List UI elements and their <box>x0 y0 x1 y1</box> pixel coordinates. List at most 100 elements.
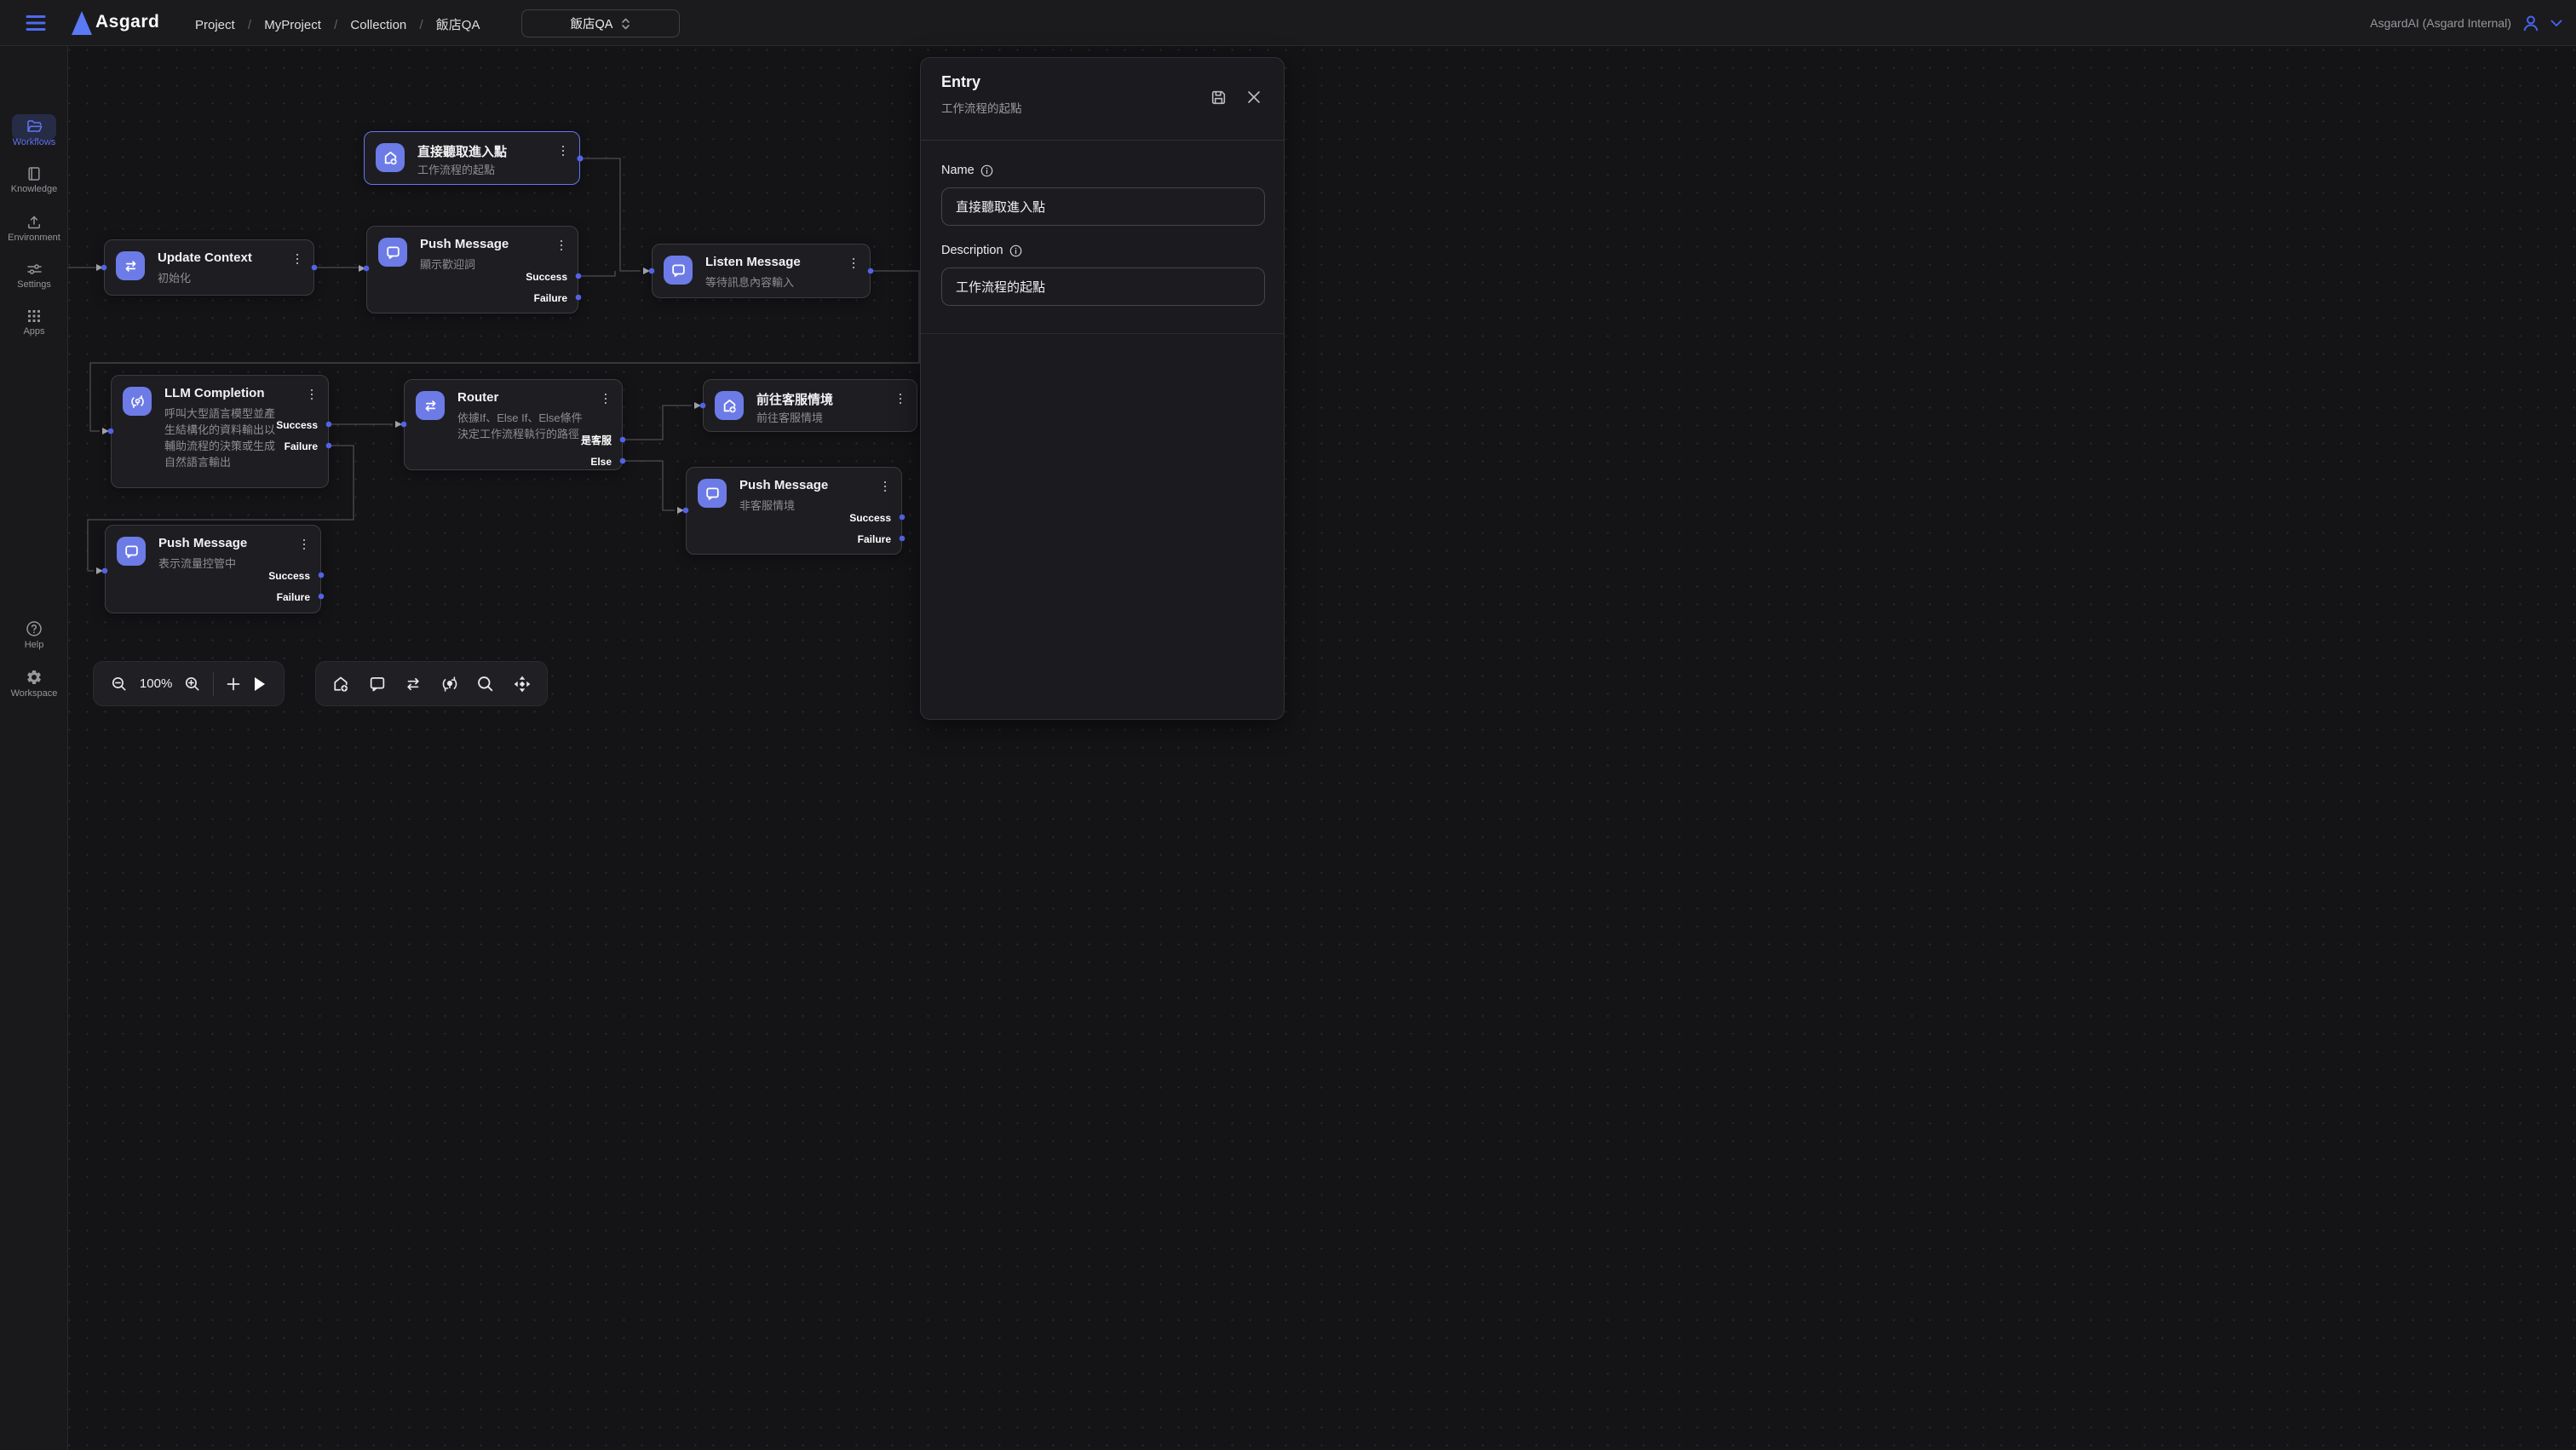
breadcrumb: Project / MyProject / Collection / 飯店QA <box>195 15 480 33</box>
node-push-message-noncs[interactable]: Push Message 非客服情境 Success Failure <box>686 467 902 555</box>
output-label-is-cs: 是客服 <box>580 434 612 446</box>
node-description: 初始化 <box>158 272 192 285</box>
node-title: 直接聽取進入點 <box>417 145 508 159</box>
sidebar-item-workspace[interactable]: Workspace <box>0 669 68 699</box>
node-listen-message[interactable]: Listen Message 等待訊息內容輸入 <box>652 244 871 298</box>
chevron-down-icon <box>2550 20 2562 26</box>
zoom-in-icon[interactable] <box>184 676 201 693</box>
node-menu-icon[interactable] <box>298 537 310 552</box>
node-menu-icon[interactable] <box>848 256 860 271</box>
description-label-text: Description <box>941 244 1003 257</box>
name-field-label: Name <box>941 164 993 177</box>
breadcrumb-workflow[interactable]: 飯店QA <box>435 18 480 32</box>
move-icon[interactable] <box>513 675 532 693</box>
home-plus-icon <box>715 391 744 420</box>
home-plus-icon <box>376 143 405 172</box>
breadcrumb-separator: / <box>247 18 252 32</box>
description-input[interactable] <box>941 268 1265 306</box>
node-router[interactable]: Router 依據If、Else If、Else條件決定工作流程執行的路徑 是客… <box>404 379 623 470</box>
node-menu-icon[interactable] <box>894 391 906 406</box>
node-update-context[interactable]: Update Context 初始化 <box>104 239 314 296</box>
workflow-select[interactable]: 飯店QA <box>521 9 680 37</box>
sliders-icon <box>0 262 68 277</box>
sidebar-item-help[interactable]: Help <box>0 620 68 650</box>
node-entry[interactable]: 直接聽取進入點 工作流程的起點 <box>364 131 580 185</box>
info-icon <box>1009 245 1021 256</box>
name-input[interactable] <box>941 187 1265 226</box>
panel-header: Entry 工作流程的起點 <box>921 58 1284 141</box>
save-icon[interactable] <box>1210 89 1228 106</box>
panel-subtitle: 工作流程的起點 <box>941 102 1022 115</box>
output-label-failure: Failure <box>284 440 318 452</box>
sidebar-item-label: Help <box>24 640 44 650</box>
sidebar-item-label: Workflows <box>12 137 56 147</box>
chat-bubble-icon <box>117 537 146 566</box>
chat-bubble-icon <box>378 238 407 267</box>
node-title: Router <box>457 390 499 405</box>
add-node-button[interactable] <box>226 676 241 692</box>
node-properties-panel: Entry 工作流程的起點 Name Description <box>920 57 1285 720</box>
node-description: 依據If、Else If、Else條件決定工作流程執行的路徑 <box>457 411 583 440</box>
workflow-select-value: 飯店QA <box>570 18 613 32</box>
node-title: LLM Completion <box>164 386 265 400</box>
node-title: Push Message <box>420 237 509 251</box>
sidebar-item-environment[interactable]: Environment <box>0 215 68 243</box>
toolbar-divider <box>213 671 215 696</box>
sidebar-item-knowledge[interactable]: Knowledge <box>0 166 68 194</box>
close-icon[interactable] <box>1246 89 1262 105</box>
asgard-logo-text: Asgard <box>95 12 160 32</box>
breadcrumb-project[interactable]: Project <box>195 18 235 32</box>
node-menu-icon[interactable] <box>555 238 567 253</box>
sidebar-item-settings[interactable]: Settings <box>0 262 68 290</box>
sidebar-item-workflows[interactable]: Workflows <box>0 119 68 147</box>
swap-arrows-icon <box>116 251 145 280</box>
sidebar: Workflows Knowledge Environment Settings <box>0 46 68 1450</box>
node-push-message-welcome[interactable]: Push Message 顯示歡迎詞 Success Failure <box>366 226 578 314</box>
panel-divider <box>921 333 1284 334</box>
node-menu-icon[interactable] <box>557 143 569 158</box>
node-goto-cs[interactable]: 前往客服情境 前往客服情境 <box>703 379 917 432</box>
help-circle-icon <box>0 620 68 637</box>
asgard-logo-icon <box>72 11 92 35</box>
breadcrumb-collection[interactable]: Collection <box>350 18 407 32</box>
output-label-success: Success <box>526 271 567 283</box>
app-header: Asgard Project / MyProject / Collection … <box>0 0 2576 46</box>
zoom-out-icon[interactable] <box>111 676 128 693</box>
panel-title: Entry <box>941 73 981 90</box>
node-description: 前往客服情境 <box>756 411 824 424</box>
node-menu-icon[interactable] <box>291 251 303 267</box>
node-description: 顯示歡迎詞 <box>420 258 476 271</box>
swap-arrows-icon <box>416 391 445 420</box>
output-label-success: Success <box>268 570 310 582</box>
output-label-success: Success <box>849 512 891 524</box>
search-icon[interactable] <box>476 675 495 693</box>
output-label-failure: Failure <box>276 591 310 603</box>
run-workflow-button[interactable] <box>253 676 267 691</box>
llm-cycle-icon[interactable] <box>440 675 459 693</box>
gear-icon <box>0 669 68 686</box>
swap-arrows-icon[interactable] <box>404 675 423 693</box>
node-llm-completion[interactable]: LLM Completion 呼叫大型語言模型並產生結構化的資料輸出以輔助流程的… <box>111 375 329 488</box>
hamburger-menu-icon[interactable] <box>26 14 46 32</box>
node-title: Update Context <box>158 250 252 265</box>
chat-bubble-icon[interactable] <box>368 675 387 693</box>
node-description: 非客服情境 <box>739 499 796 512</box>
node-description: 表示流量控管中 <box>158 557 237 570</box>
user-icon <box>2523 15 2539 32</box>
output-label-else: Else <box>590 456 612 468</box>
breadcrumb-separator: / <box>419 18 423 32</box>
sidebar-item-label: Environment <box>8 233 60 243</box>
node-menu-icon[interactable] <box>879 479 891 494</box>
sidebar-item-apps[interactable]: Apps <box>0 308 68 337</box>
home-plus-icon[interactable] <box>331 675 350 693</box>
node-push-message-throttle[interactable]: Push Message 表示流量控管中 Success Failure <box>105 525 321 613</box>
zoom-toolbar: 100% <box>93 661 285 706</box>
info-icon <box>980 164 992 176</box>
account-area[interactable]: AsgardAI (Asgard Internal) <box>2370 0 2562 46</box>
account-label: AsgardAI (Asgard Internal) <box>2370 16 2511 30</box>
node-menu-icon[interactable] <box>306 387 318 402</box>
node-menu-icon[interactable] <box>600 391 612 406</box>
breadcrumb-myproject[interactable]: MyProject <box>264 18 321 32</box>
node-title: Push Message <box>158 536 248 550</box>
